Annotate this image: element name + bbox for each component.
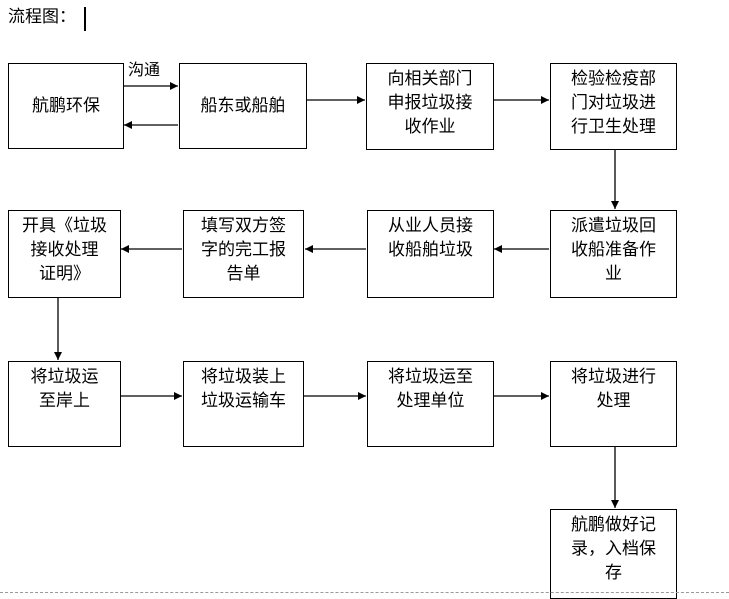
box-process: 将垃圾进行 处理 xyxy=(550,361,677,447)
box-report: 向相关部门 申报垃圾接 收作业 xyxy=(366,63,494,150)
box-certificate-label: 开具《垃圾 接收处理 证明》 xyxy=(22,216,107,284)
box-load-truck-label: 将垃圾装上 垃圾运输车 xyxy=(201,367,286,411)
box-report-form-label: 填写双方签 字的完工报 告单 xyxy=(201,216,286,284)
box-to-facility-label: 将垃圾运至 处理单位 xyxy=(388,367,473,411)
box-shipowner-label: 船东或船舶 xyxy=(200,96,286,116)
box-record: 航鹏做好记 录，入档保 存 xyxy=(550,509,677,599)
box-load-truck: 将垃圾装上 垃圾运输车 xyxy=(183,361,304,447)
box-dispatch-label: 派遣垃圾回 收船准备作 业 xyxy=(571,216,656,284)
page-title: 流程图： xyxy=(8,7,76,27)
text-cursor xyxy=(84,7,86,31)
box-hangpeng: 航鹏环保 xyxy=(8,63,124,149)
page-bottom-line xyxy=(0,592,729,594)
box-shipowner: 船东或船舶 xyxy=(179,63,307,149)
box-report-form: 填写双方签 字的完工报 告单 xyxy=(183,210,304,298)
edge-label-communicate: 沟通 xyxy=(128,60,161,79)
box-to-shore-label: 将垃圾运 至岸上 xyxy=(30,367,99,411)
box-receive: 从业人员接 收船舶垃圾 xyxy=(367,210,494,298)
box-quarantine-label: 检验检疫部 门对垃圾进 行卫生处理 xyxy=(571,69,656,137)
box-to-facility: 将垃圾运至 处理单位 xyxy=(367,361,494,447)
box-dispatch: 派遣垃圾回 收船准备作 业 xyxy=(550,210,677,298)
box-to-shore: 将垃圾运 至岸上 xyxy=(8,361,121,447)
box-report-label: 向相关部门 申报垃圾接 收作业 xyxy=(387,69,473,137)
box-record-label: 航鹏做好记 录，入档保 存 xyxy=(571,515,656,583)
box-certificate: 开具《垃圾 接收处理 证明》 xyxy=(8,210,121,298)
box-hangpeng-label: 航鹏环保 xyxy=(32,96,100,116)
box-quarantine: 检验检疫部 门对垃圾进 行卫生处理 xyxy=(550,63,677,150)
box-process-label: 将垃圾进行 处理 xyxy=(571,367,656,411)
box-receive-label: 从业人员接 收船舶垃圾 xyxy=(388,216,473,260)
